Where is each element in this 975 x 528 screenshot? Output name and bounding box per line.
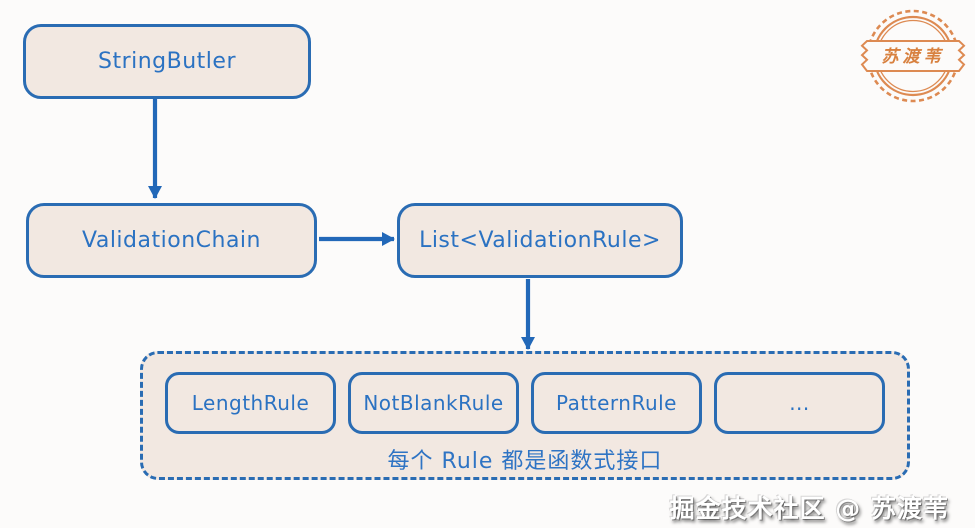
rule-box-lengthrule: LengthRule <box>165 372 336 434</box>
rules-container: LengthRule NotBlankRule PatternRule ... … <box>140 351 910 480</box>
stamp-seal-icon: 苏渡苇 <box>860 9 966 103</box>
node-validation-rule-list: List<ValidationRule> <box>397 203 683 278</box>
rule-box-notblankrule-label: NotBlankRule <box>363 391 504 415</box>
node-string-butler-label: StringButler <box>97 49 236 74</box>
rule-box-notblankrule: NotBlankRule <box>348 372 519 434</box>
stamp-banner <box>860 40 966 72</box>
rule-box-ellipsis: ... <box>714 372 885 434</box>
rules-row: LengthRule NotBlankRule PatternRule ... <box>165 372 885 434</box>
node-validation-chain-label: ValidationChain <box>82 228 261 253</box>
rule-box-lengthrule-label: LengthRule <box>191 391 310 415</box>
rule-box-patternrule: PatternRule <box>531 372 702 434</box>
rule-box-ellipsis-label: ... <box>789 391 810 415</box>
author-stamp: 苏渡苇 <box>858 6 968 106</box>
stamp-text: 苏渡苇 <box>882 47 945 67</box>
node-string-butler: StringButler <box>23 24 311 99</box>
rules-caption: 每个 Rule 都是函数式接口 <box>387 449 663 474</box>
node-validation-rule-list-label: List<ValidationRule> <box>419 228 661 253</box>
watermark-text: 掘金技术社区 @ 苏渡苇 <box>669 494 949 523</box>
rule-box-patternrule-label: PatternRule <box>556 391 677 415</box>
node-validation-chain: ValidationChain <box>26 203 317 278</box>
